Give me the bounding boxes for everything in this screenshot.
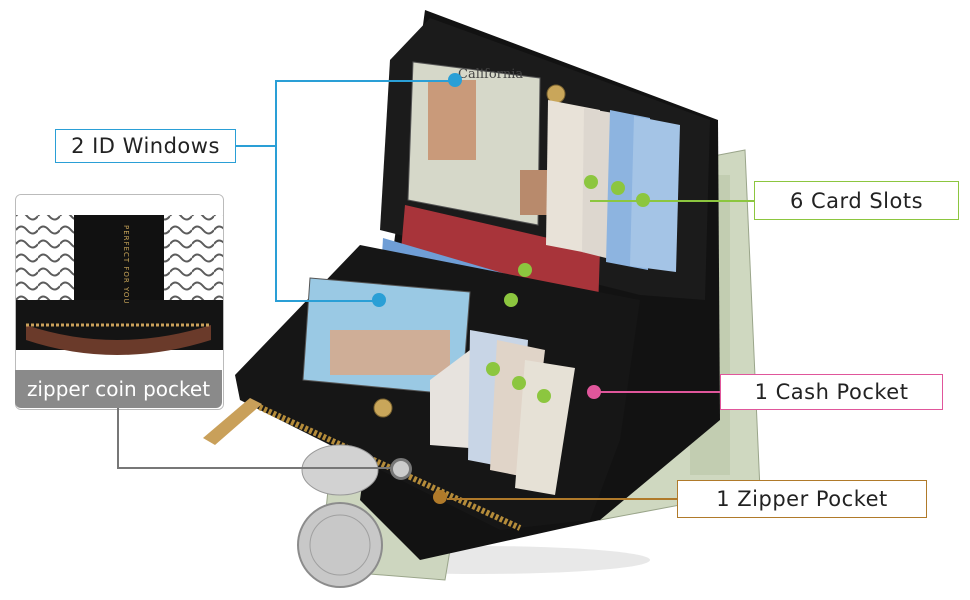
- coin-pocket-label: zipper coin pocket: [15, 370, 222, 408]
- card-dot-6: [486, 362, 500, 376]
- coins: [297, 444, 383, 588]
- card-dot-8: [537, 389, 551, 403]
- card-slots-label: 6 Card Slots: [754, 181, 959, 220]
- card-slots-top: [546, 100, 680, 272]
- inset-tag-text: PERFECT FOR YOU: [122, 225, 130, 305]
- id-window-dot-bottom: [372, 293, 386, 307]
- coin-pocket-leader-v: [117, 408, 119, 468]
- cash-pocket-leader: [600, 391, 720, 393]
- zipper-pocket-dot: [433, 490, 447, 504]
- zipper-pocket-label: 1 Zipper Pocket: [677, 480, 927, 518]
- id-window-top: California: [407, 61, 548, 226]
- id-windows-leader-d: [275, 300, 380, 302]
- id-windows-label: 2 ID Windows: [55, 129, 236, 163]
- coin-pocket-marker: [390, 458, 412, 480]
- card-dot-1: [584, 175, 598, 189]
- svg-text:California: California: [458, 67, 523, 82]
- card-slots-leader: [590, 200, 754, 202]
- card-dot-3: [636, 193, 650, 207]
- zipper-pocket-leader: [447, 498, 677, 500]
- id-windows-leader-c: [275, 80, 455, 82]
- id-windows-leader-b: [275, 80, 277, 300]
- id-window-dot-top: [448, 73, 462, 87]
- coin-pocket-leader-h: [117, 467, 395, 469]
- card-dot-7: [512, 376, 526, 390]
- card-dot-4: [518, 263, 532, 277]
- id-window-bottom: [302, 277, 471, 396]
- cash-pocket-label: 1 Cash Pocket: [720, 374, 943, 410]
- cash-pocket-dot: [587, 385, 601, 399]
- id-windows-leader-a: [236, 145, 276, 147]
- card-slots-bottom: [430, 330, 575, 495]
- card-dot-2: [611, 181, 625, 195]
- card-dot-5: [504, 293, 518, 307]
